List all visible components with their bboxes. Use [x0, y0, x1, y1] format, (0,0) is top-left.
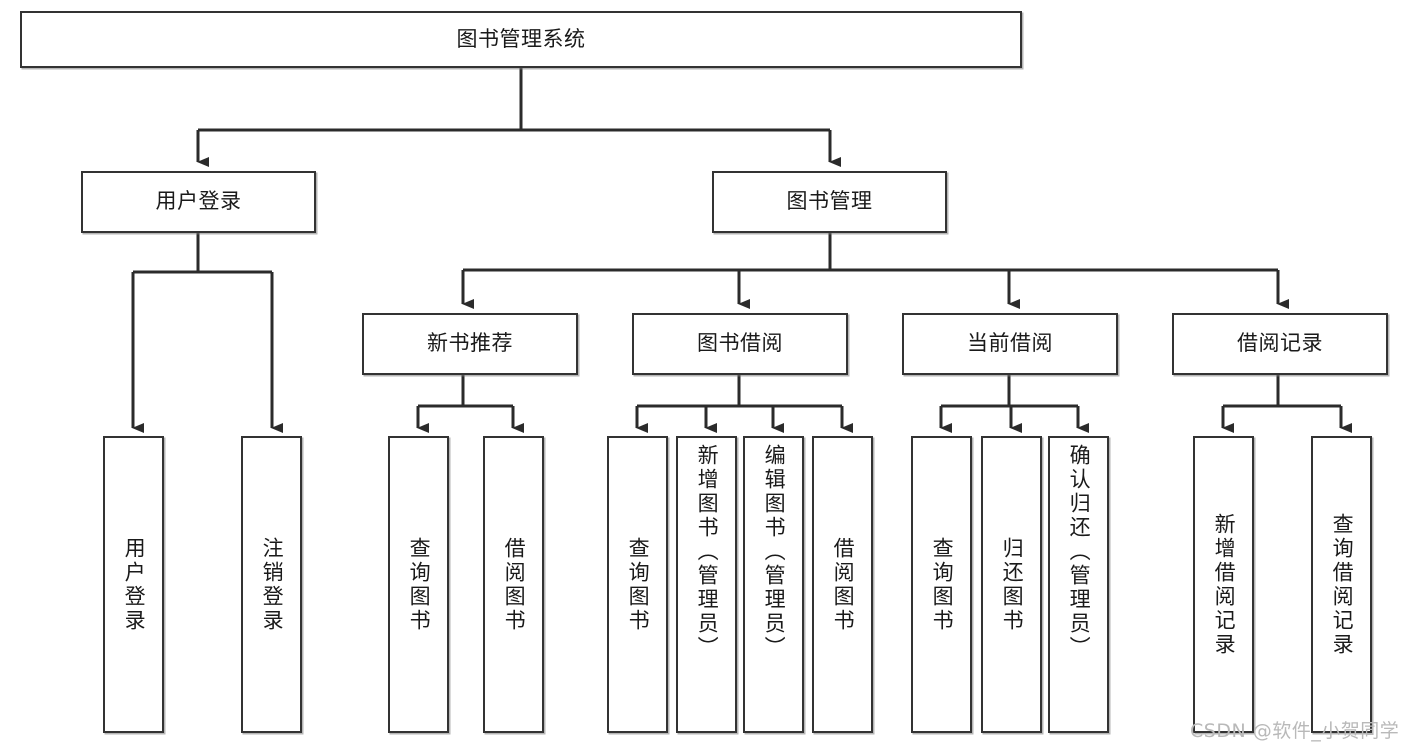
node-leaf-cur-return-book-label: 归还图书 — [1000, 536, 1025, 633]
node-leaf-rec-query-book[interactable]: 查询图书 — [388, 436, 449, 733]
node-root[interactable]: 图书管理系统 — [20, 11, 1022, 68]
node-borrow-record-label: 借阅记录 — [1237, 331, 1323, 356]
node-leaf-bor-query-book-label: 查询图书 — [626, 536, 651, 633]
node-book-manage-label: 图书管理 — [786, 189, 873, 214]
node-leaf-bor-borrow-book[interactable]: 借阅图书 — [812, 436, 873, 733]
node-leaf-rec-borrow-book[interactable]: 借阅图书 — [483, 436, 544, 733]
node-leaf-bor-add-book-label: 新增图书（管理员） — [695, 444, 720, 660]
node-new-book-rec[interactable]: 新书推荐 — [362, 313, 578, 375]
node-leaf-cur-query-book-label: 查询图书 — [930, 536, 955, 633]
node-leaf-cur-return-book[interactable]: 归还图书 — [981, 436, 1042, 733]
node-leaf-rec-add-record-label: 新增借阅记录 — [1212, 512, 1237, 657]
node-leaf-rec-add-record[interactable]: 新增借阅记录 — [1193, 436, 1254, 733]
node-user-login-label: 用户登录 — [155, 189, 242, 214]
node-leaf-cur-confirm-return[interactable]: 确认归还（管理员） — [1048, 436, 1109, 733]
node-leaf-rec-query-record[interactable]: 查询借阅记录 — [1311, 436, 1372, 733]
node-current-borrow-label: 当前借阅 — [967, 331, 1053, 356]
node-leaf-user-logout-label: 注销登录 — [260, 536, 285, 633]
node-book-borrow-label: 图书借阅 — [697, 331, 783, 356]
node-user-login[interactable]: 用户登录 — [81, 171, 316, 233]
node-new-book-rec-label: 新书推荐 — [427, 331, 513, 356]
node-leaf-bor-query-book[interactable]: 查询图书 — [607, 436, 668, 733]
node-leaf-bor-edit-book[interactable]: 编辑图书（管理员） — [743, 436, 804, 733]
node-leaf-rec-borrow-book-label: 借阅图书 — [502, 536, 527, 633]
node-leaf-cur-query-book[interactable]: 查询图书 — [911, 436, 972, 733]
node-book-borrow[interactable]: 图书借阅 — [632, 313, 848, 375]
node-leaf-bor-edit-book-label: 编辑图书（管理员） — [762, 444, 787, 660]
node-leaf-user-logout[interactable]: 注销登录 — [241, 436, 302, 733]
node-current-borrow[interactable]: 当前借阅 — [902, 313, 1118, 375]
node-book-manage[interactable]: 图书管理 — [712, 171, 947, 233]
node-leaf-bor-borrow-book-label: 借阅图书 — [831, 536, 856, 633]
node-leaf-user-login[interactable]: 用户登录 — [103, 436, 164, 733]
node-leaf-cur-confirm-return-label: 确认归还（管理员） — [1067, 444, 1092, 660]
node-leaf-bor-add-book[interactable]: 新增图书（管理员） — [676, 436, 737, 733]
node-leaf-user-login-label: 用户登录 — [122, 536, 147, 633]
node-leaf-rec-query-record-label: 查询借阅记录 — [1330, 512, 1355, 657]
node-leaf-rec-query-book-label: 查询图书 — [407, 536, 432, 633]
node-root-label: 图书管理系统 — [456, 26, 586, 51]
node-borrow-record[interactable]: 借阅记录 — [1172, 313, 1388, 375]
